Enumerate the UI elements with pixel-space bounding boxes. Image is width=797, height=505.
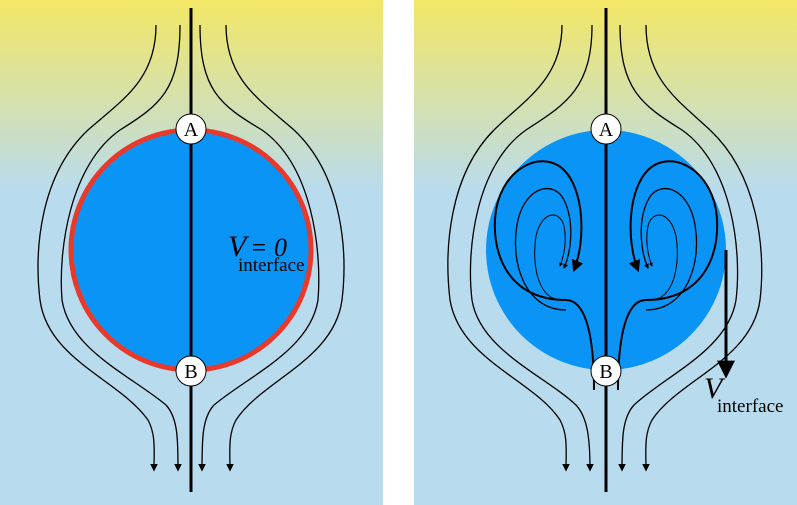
stagnation-point-a	[590, 113, 622, 145]
stagnation-point-b	[590, 355, 622, 387]
streamline-inner-left	[60, 24, 182, 472]
streamlines	[37, 24, 345, 472]
velocity-symbol: V	[704, 372, 726, 405]
point-b-label: B	[184, 361, 197, 383]
stagnation-point-b	[175, 355, 207, 387]
vortex-right-outer	[617, 160, 719, 391]
circulating-drop-panel: A B V interface	[414, 0, 797, 505]
point-a-label: A	[599, 119, 614, 141]
vortex-right-middle	[640, 187, 698, 311]
stagnant-drop-diagram: A B V = 0 interface	[0, 0, 383, 505]
stagnant-drop-panel: A B V = 0 interface	[0, 0, 383, 505]
velocity-symbol: V	[228, 230, 250, 263]
vortex-left-inner	[534, 214, 566, 301]
vortex-left-outer	[493, 160, 595, 391]
vortex-left-middle	[514, 187, 572, 311]
vortex-right-inner	[646, 214, 678, 301]
external-streamlines	[447, 24, 763, 472]
internal-vortex-left	[493, 160, 595, 391]
streamline-outer-left	[37, 24, 158, 472]
velocity-equals-zero: = 0	[250, 233, 287, 262]
stagnation-point-a	[175, 113, 207, 145]
circulating-drop-diagram: A B V interface	[414, 0, 797, 505]
streamline-outer-left	[447, 24, 570, 472]
point-b-label: B	[599, 361, 612, 383]
internal-vortex-right	[617, 160, 719, 391]
streamline-outer-right	[642, 24, 763, 472]
velocity-subscript: interface	[238, 255, 304, 276]
streamline-inner-left	[469, 24, 594, 472]
velocity-subscript: interface	[717, 396, 783, 417]
streamline-outer-right	[225, 24, 345, 472]
point-a-label: A	[184, 119, 199, 141]
streamline-inner-right	[198, 24, 320, 472]
streamline-inner-right	[618, 24, 739, 472]
